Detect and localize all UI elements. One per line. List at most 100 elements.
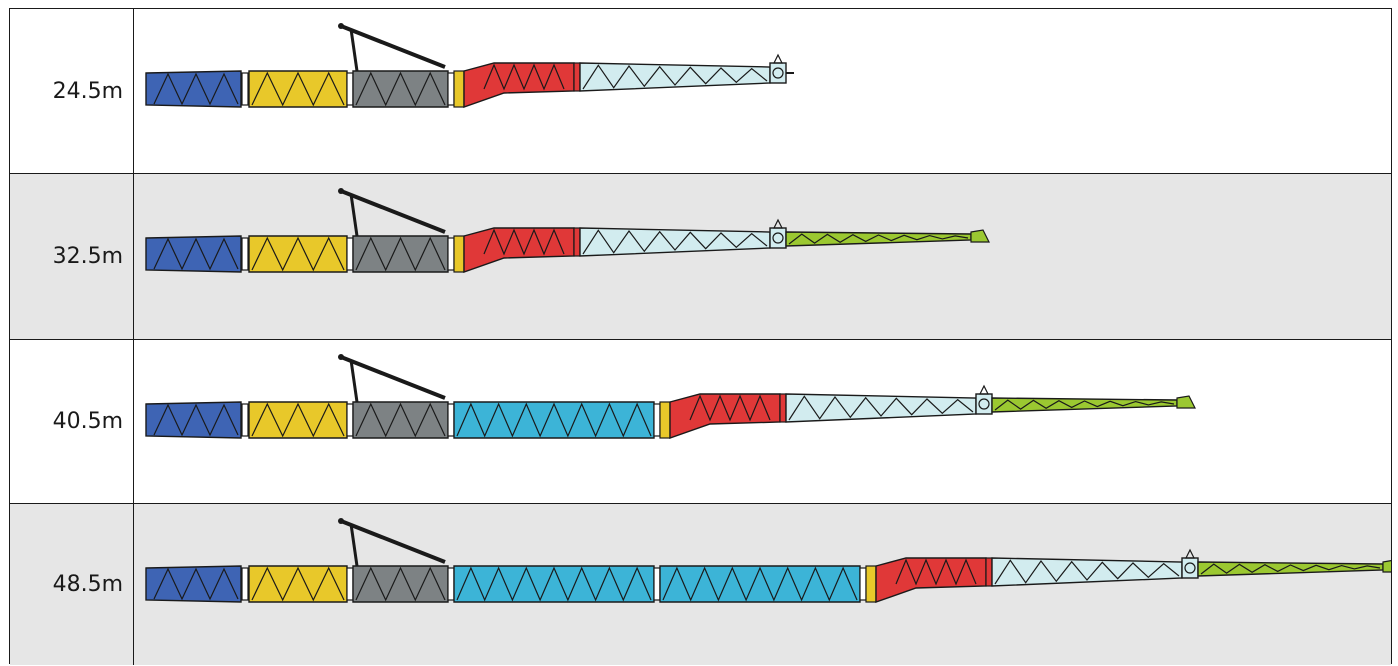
frame-stay — [340, 189, 446, 234]
adaptor — [865, 565, 877, 603]
boom-length-label: 24.5m — [10, 9, 134, 173]
frame-stay — [340, 24, 446, 69]
section-joint — [653, 567, 661, 601]
section-joint — [346, 72, 354, 106]
head-joint — [779, 393, 787, 423]
truss-lacing — [251, 236, 345, 272]
boom-configuration-diagram — [145, 518, 1391, 603]
boom-configuration-diagram — [145, 354, 1196, 439]
section-joint — [447, 72, 455, 106]
truss-lacing — [153, 567, 239, 601]
boom-diagram-cell — [134, 340, 1391, 503]
head-joint — [985, 557, 993, 587]
section-joint — [346, 237, 354, 271]
base-section — [145, 401, 242, 439]
section-joint — [241, 72, 249, 106]
boom-length-label: 48.5m — [10, 504, 134, 665]
cyan-section — [453, 565, 655, 603]
frame-strut — [349, 359, 359, 403]
truss-lacing — [582, 64, 768, 90]
truss-lacing — [456, 402, 652, 438]
table-row: 48.5m — [10, 503, 1391, 665]
frame-pin — [338, 188, 344, 194]
head-lug — [979, 384, 989, 395]
boom-configuration-diagram — [145, 23, 794, 108]
head-sheave — [772, 232, 784, 244]
boom-length-table: 24.5m 32.5m 40.5m 48.5m — [9, 8, 1392, 665]
head-lug — [773, 218, 783, 229]
red-head-section — [669, 393, 781, 439]
section-joint — [346, 567, 354, 601]
section-joint — [447, 237, 455, 271]
frame-pin — [338, 23, 344, 29]
frame-pin — [338, 354, 344, 360]
truss-lacing — [662, 566, 858, 602]
boom-diagram-cell — [134, 504, 1391, 665]
truss-lacing — [1200, 563, 1381, 575]
red-head-section — [463, 62, 575, 108]
grey-section — [352, 565, 449, 603]
table-row: 24.5m — [10, 9, 1391, 173]
truss-lacing — [788, 395, 974, 421]
truss-lacing — [994, 399, 1175, 411]
boom-configuration-diagram — [145, 188, 990, 273]
section-joint — [447, 403, 455, 437]
section-joint — [241, 403, 249, 437]
truss-lacing — [689, 394, 771, 422]
boom-length-label: 40.5m — [10, 340, 134, 503]
grey-section — [352, 235, 449, 273]
section-joint — [241, 237, 249, 271]
yellow-section — [248, 235, 348, 273]
head-lug — [773, 53, 783, 64]
yellow-section — [248, 401, 348, 439]
yellow-section — [248, 70, 348, 108]
truss-lacing — [355, 71, 446, 107]
yellow-section — [248, 565, 348, 603]
grey-section — [352, 401, 449, 439]
truss-lacing — [355, 402, 446, 438]
base-section — [145, 70, 242, 108]
jib-tip — [1176, 395, 1196, 409]
boom-length-label: 32.5m — [10, 174, 134, 339]
base-section — [145, 235, 242, 273]
grey-section — [352, 70, 449, 108]
base-section — [145, 565, 242, 603]
jib-tip — [1382, 560, 1391, 573]
truss-lacing — [251, 566, 345, 602]
head-lug — [1185, 548, 1195, 559]
section-joint — [346, 403, 354, 437]
head-joint — [573, 227, 581, 257]
truss-lacing — [153, 72, 239, 106]
table-row: 32.5m — [10, 173, 1391, 339]
section-joint — [447, 567, 455, 601]
table-row: 40.5m — [10, 339, 1391, 503]
boom-diagram-cell — [134, 174, 1391, 339]
truss-lacing — [355, 236, 446, 272]
truss-lacing — [456, 566, 652, 602]
head-joint — [573, 62, 581, 92]
frame-stay — [340, 519, 446, 564]
truss-lacing — [788, 233, 969, 245]
truss-lacing — [251, 402, 345, 438]
frame-stay — [340, 355, 446, 400]
section-joint — [241, 567, 249, 601]
truss-lacing — [355, 566, 446, 602]
jib-tip — [970, 229, 990, 243]
adaptor — [453, 235, 465, 273]
section-joint — [859, 567, 867, 601]
truss-lacing — [153, 237, 239, 271]
frame-strut — [349, 523, 359, 567]
adaptor — [659, 401, 671, 439]
frame-pin — [338, 518, 344, 524]
truss-lacing — [483, 228, 565, 256]
red-head-section — [875, 557, 987, 603]
head-sheave — [772, 67, 784, 79]
head-sheave — [1184, 562, 1196, 574]
truss-lacing — [895, 558, 977, 586]
truss-lacing — [582, 229, 768, 255]
cyan-section — [453, 401, 655, 439]
section-joint — [653, 403, 661, 437]
head-sheave — [978, 398, 990, 410]
truss-lacing — [153, 403, 239, 437]
truss-lacing — [994, 559, 1180, 585]
